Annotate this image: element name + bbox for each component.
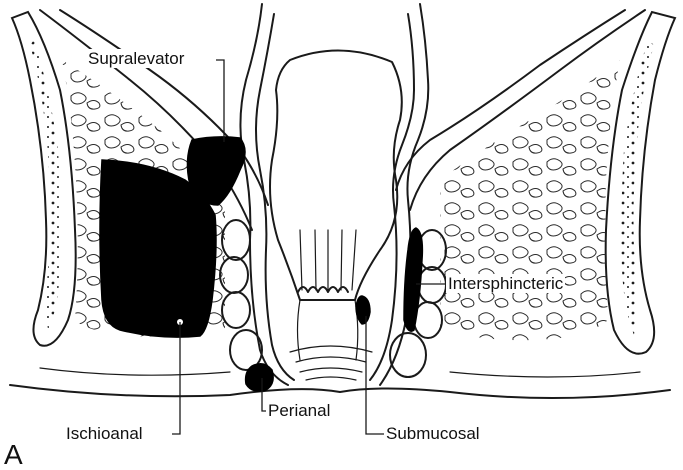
- right-fat-region: [440, 60, 620, 340]
- anal-verge: [290, 346, 372, 380]
- intersphincteric-abscess: [404, 228, 422, 331]
- label-supralevator: Supralevator: [86, 49, 186, 68]
- left-external-sphincter-1: [222, 220, 250, 260]
- label-perianal: Perianal: [266, 401, 332, 420]
- panel-letter: A: [4, 440, 23, 470]
- label-ischioanal: Ischioanal: [64, 424, 145, 443]
- label-intersphincteric: Intersphincteric: [446, 274, 565, 293]
- submucosal-abscess: [356, 296, 370, 324]
- label-submucosal: Submucosal: [384, 424, 482, 443]
- submucosal-leader: [366, 316, 386, 434]
- perineal-skin: [10, 385, 670, 398]
- ischioanal-leader: [172, 322, 180, 434]
- left-pelvic-bone: [12, 12, 76, 346]
- perianal-abscess: [246, 364, 274, 391]
- rectal-lumen: [270, 50, 402, 300]
